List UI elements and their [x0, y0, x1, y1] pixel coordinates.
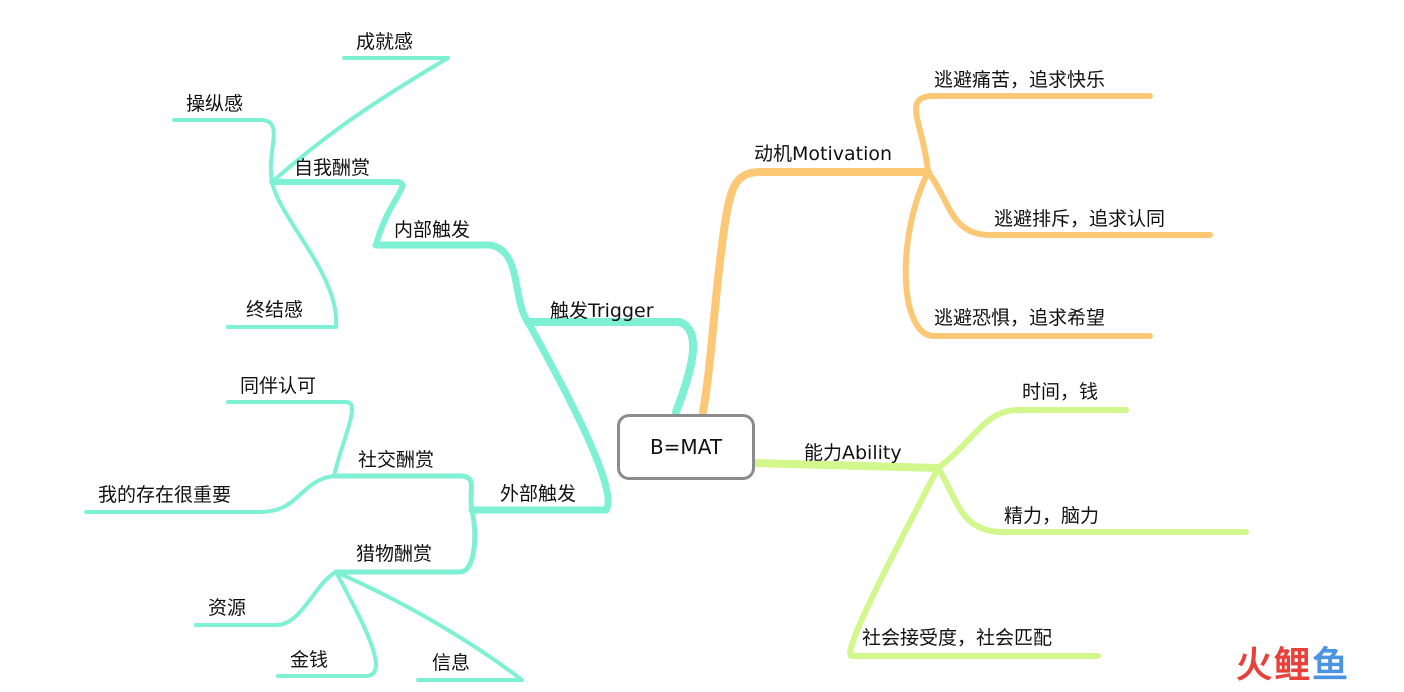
money-line [276, 570, 378, 678]
social-reward-item-peer: 同伴认可 [240, 375, 316, 397]
ability-item-3-line [847, 465, 1101, 659]
social-reward-label: 社交酬赏 [358, 449, 434, 471]
motivation-item-1-line [913, 93, 1153, 175]
self-reward-item-control: 操纵感 [186, 93, 243, 115]
motivation-item-3: 逃避恐惧，追求希望 [934, 307, 1105, 329]
hunt-reward-item-money: 金钱 [290, 649, 328, 671]
peer-approval-line [226, 400, 354, 478]
watermark-logo: 火 鲤 鱼 [1236, 646, 1348, 686]
ability-item-2: 精力，脑力 [1004, 505, 1099, 527]
motivation-item-3-line [902, 169, 1153, 339]
motivation-label: 动机Motivation [754, 143, 892, 165]
internal-trigger-label: 内部触发 [394, 219, 470, 241]
control-line [172, 118, 276, 184]
ability-item-3: 社会接受度，社会匹配 [862, 627, 1052, 649]
ability-item-1: 时间，钱 [1022, 381, 1098, 403]
self-reward-line [269, 179, 406, 248]
ability-label: 能力Ability [804, 442, 902, 464]
resource-line [194, 570, 338, 627]
watermark-char-3: 鱼 [1312, 645, 1349, 686]
trigger-branch-line [524, 318, 698, 416]
hunt-reward-item-resource: 资源 [208, 597, 246, 619]
hunt-reward-label: 猎物酬赏 [356, 543, 432, 565]
self-reward-item-achievement: 成就感 [356, 31, 413, 53]
social-reward-line [331, 473, 475, 513]
trigger-label: 触发Trigger [550, 300, 654, 322]
external-trigger-label: 外部触发 [500, 483, 576, 505]
achievement-line [270, 56, 450, 184]
center-node: B=MAT [617, 414, 755, 480]
ability-branch-line [751, 459, 942, 472]
hunt-reward-item-information: 信息 [432, 652, 470, 674]
information-line [334, 570, 524, 682]
self-reward-item-completion: 终结感 [246, 299, 303, 321]
motivation-item-1: 逃避痛苦，追求快乐 [934, 69, 1105, 91]
self-reward-label: 自我酬赏 [294, 157, 370, 179]
completion-line [226, 180, 339, 329]
hunt-reward-line [333, 507, 478, 575]
motivation-item-2-line [925, 169, 1213, 238]
motivation-branch-line [699, 168, 932, 416]
motivation-item-2: 逃避排斥，追求认同 [994, 208, 1165, 230]
external-trigger-line [468, 318, 612, 514]
center-node-label: B=MAT [649, 435, 723, 459]
ability-item-1-line [935, 407, 1129, 471]
watermark-char-2: 鲤 [1274, 645, 1311, 686]
social-reward-item-importance: 我的存在很重要 [98, 484, 231, 506]
self-importance-line [84, 474, 336, 514]
ability-item-2-line [935, 465, 1249, 535]
internal-trigger-line [372, 241, 532, 326]
watermark-char-1: 火 [1236, 645, 1273, 686]
